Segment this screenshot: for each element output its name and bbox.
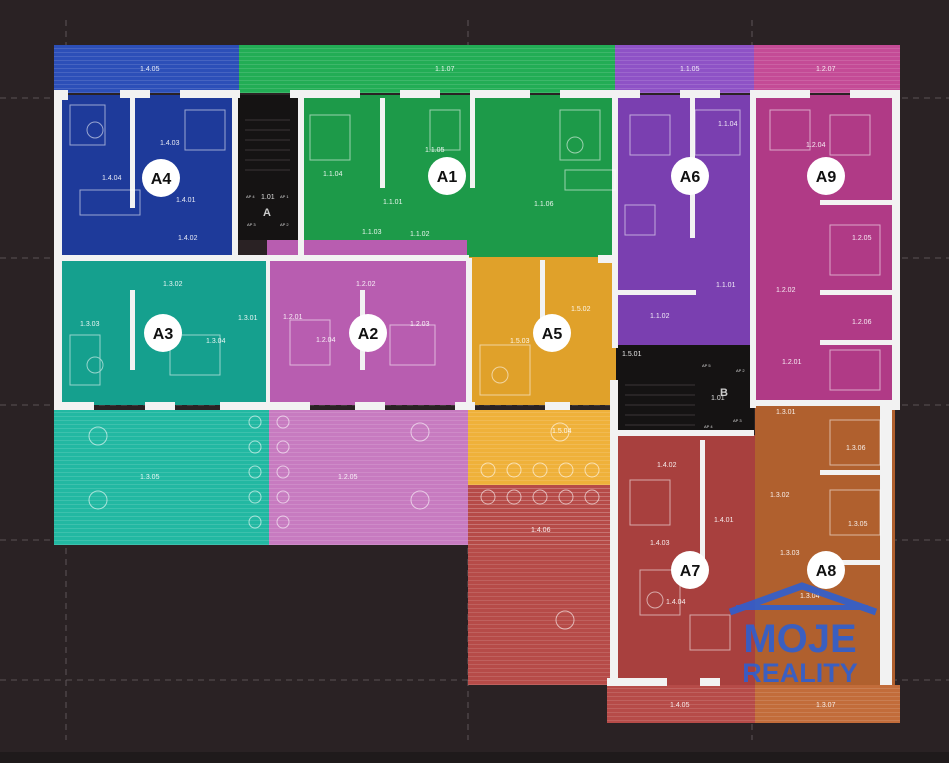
room-label: 1.2.03 [410, 321, 430, 328]
badge-a9[interactable]: A9 [807, 157, 845, 195]
room-label: 1.3.05 [140, 474, 160, 481]
room-label: 1.2.05 [338, 474, 358, 481]
room-label: 1.2.01 [283, 314, 303, 321]
apartment-a9 [754, 95, 895, 405]
svg-text:A3: A3 [153, 326, 174, 343]
access-point-label: AP 2 [280, 222, 289, 227]
room-label: 1.1.07 [435, 66, 455, 73]
room-label: 1.3.03 [780, 550, 800, 557]
badge-a7[interactable]: A7 [671, 551, 709, 589]
core-a-letter: A [263, 207, 271, 219]
badge-a2[interactable]: A2 [349, 314, 387, 352]
room-label: 1.4.05 [670, 702, 690, 709]
house-roof-icon [728, 582, 878, 616]
svg-text:A5: A5 [542, 326, 563, 343]
room-label: 1.3.07 [816, 702, 836, 709]
room-label: 1.4.06 [531, 527, 551, 534]
room-label: 1.1.02 [410, 231, 430, 238]
logo-line2: REALITY [742, 658, 858, 688]
core-a [237, 95, 298, 240]
furniture [69, 104, 881, 651]
room-label: 1.2.05 [852, 235, 872, 242]
room-label: 1.2.02 [776, 287, 796, 294]
access-point-label: AP 4 [246, 194, 255, 199]
svg-text:A2: A2 [358, 326, 379, 343]
room-label: 1.1.04 [718, 121, 738, 128]
room-label: 1.1.02 [650, 313, 670, 320]
room-label: 1.4.03 [650, 540, 670, 547]
room-label: 1.2.07 [816, 66, 836, 73]
room-label: 1.2.04 [316, 337, 336, 344]
core-b-room-label: 1.01 [711, 395, 725, 402]
svg-text:A9: A9 [816, 169, 837, 186]
moje-reality-logo: MOJE REALITY [728, 582, 878, 688]
room-label: 1.2.04 [806, 142, 826, 149]
apartment-a6 [616, 95, 754, 345]
svg-text:A6: A6 [680, 169, 701, 186]
stairs-a [245, 119, 290, 171]
room-label: 1.3.03 [80, 321, 100, 328]
room-label: 1.2.01 [782, 359, 802, 366]
room-label: 1.1.03 [362, 229, 382, 236]
room-label: 1.3.01 [776, 409, 796, 416]
room-label: 1.1.04 [323, 171, 343, 178]
apartment-badges: A4 A1 A6 A9 A3 A2 A5 A7 A8 [142, 157, 845, 589]
access-point-label: AP 2 [736, 368, 745, 373]
core-a-room-label: 1.01 [261, 194, 275, 201]
access-point-label: AP 5 [702, 363, 711, 368]
access-point-label: AP 3 [247, 222, 256, 227]
room-label: 1.4.03 [160, 140, 180, 147]
access-point-label: AP 1 [280, 194, 289, 199]
room-label: 1.1.05 [680, 66, 700, 73]
room-label: 1.3.02 [163, 281, 183, 288]
room-label: 1.3.04 [206, 338, 226, 345]
apartment-a8 [755, 405, 895, 685]
core-a-labels: 1.01 A AP 4 AP 1 AP 3 AP 2 [246, 194, 289, 227]
top-balconies [54, 45, 900, 93]
svg-text:A1: A1 [437, 169, 458, 186]
terrace-furniture [88, 415, 600, 630]
svg-text:A7: A7 [680, 563, 701, 580]
room-label: 1.3.04 [800, 593, 820, 600]
room-label: 1.4.05 [140, 66, 160, 73]
room-label: 1.4.04 [102, 175, 122, 182]
room-label: 1.3.05 [848, 521, 868, 528]
room-label: 1.5.02 [571, 306, 591, 313]
room-label: 1.3.01 [238, 315, 258, 322]
core-b-labels: B 1.01 AP 5 AP 2 AP 4 AP 3 [702, 363, 745, 429]
room-label: 1.1.06 [534, 201, 554, 208]
svg-text:A4: A4 [151, 171, 172, 188]
room-label: 1.4.01 [176, 197, 196, 204]
svg-text:A8: A8 [816, 563, 837, 580]
room-label: 1.1.01 [716, 282, 736, 289]
core-b-letter: B [720, 387, 728, 399]
core-b [616, 345, 754, 435]
room-label: 1.3.02 [770, 492, 790, 499]
room-label: 1.1.01 [383, 199, 403, 206]
badge-a5[interactable]: A5 [533, 314, 571, 352]
access-point-label: AP 3 [733, 418, 742, 423]
room-label: 1.5.01 [622, 351, 642, 358]
room-label: 1.5.04 [552, 428, 572, 435]
logo-line1: MOJE [743, 617, 856, 661]
badge-a6[interactable]: A6 [671, 157, 709, 195]
room-label: 1.4.01 [714, 517, 734, 524]
room-labels: 1.4.05 1.1.07 1.1.05 1.2.07 1.4.03 1.4.0… [80, 66, 872, 709]
bottom-strip [0, 752, 949, 763]
badge-a8[interactable]: A8 [807, 551, 845, 589]
room-label: 1.4.02 [657, 462, 677, 469]
room-label: 1.1.05 [425, 147, 445, 154]
room-label: 1.3.06 [846, 445, 866, 452]
room-label: 1.5.03 [510, 338, 530, 345]
access-point-label: AP 4 [704, 424, 713, 429]
room-label: 1.4.04 [666, 599, 686, 606]
room-label: 1.2.06 [852, 319, 872, 326]
room-label: 1.2.02 [356, 281, 376, 288]
badge-a1[interactable]: A1 [428, 157, 466, 195]
badge-a3[interactable]: A3 [144, 314, 182, 352]
stairs-b [625, 384, 695, 426]
badge-a4[interactable]: A4 [142, 159, 180, 197]
room-label: 1.4.02 [178, 235, 198, 242]
